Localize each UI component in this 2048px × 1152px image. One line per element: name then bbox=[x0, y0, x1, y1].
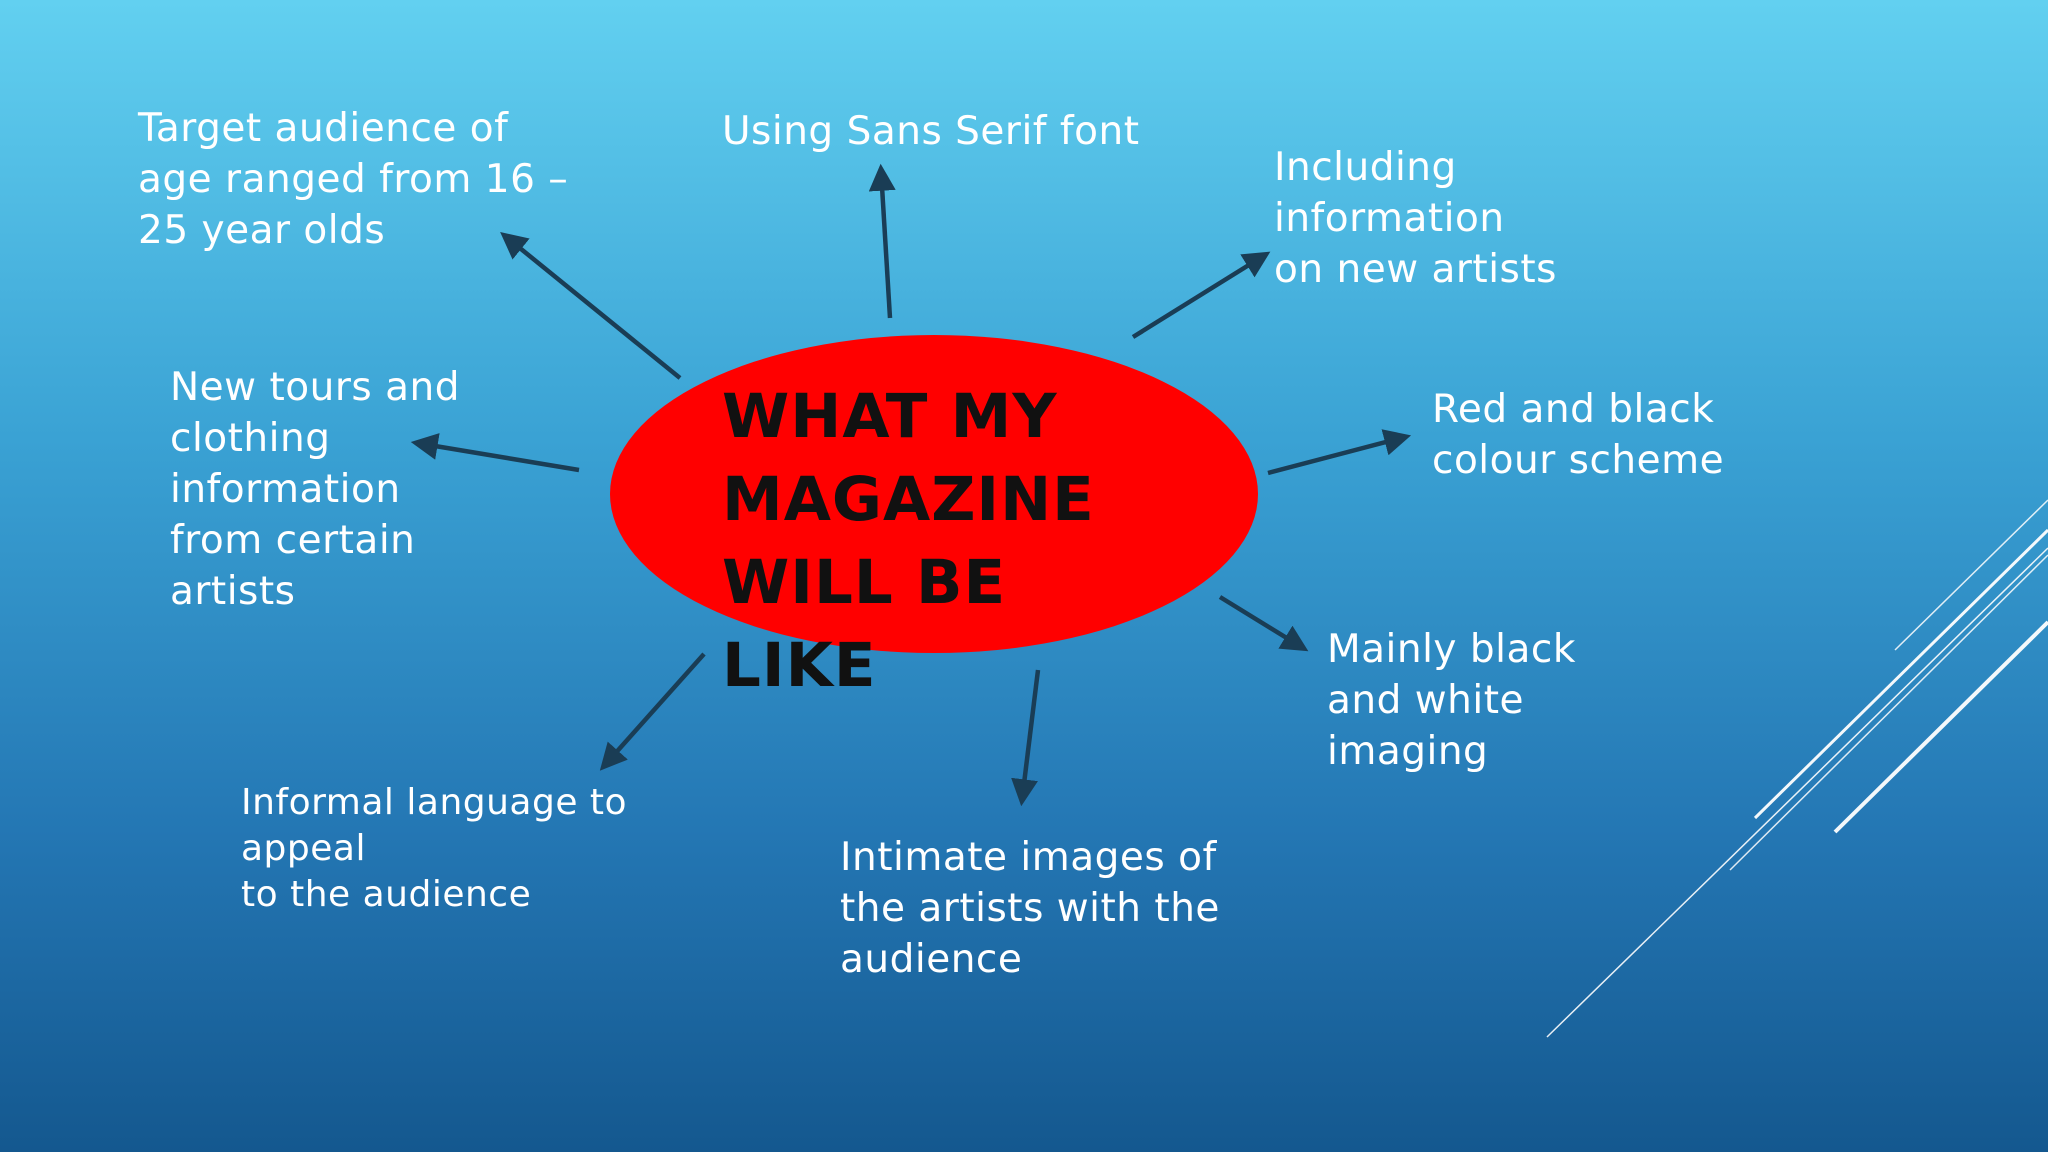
decor-line-5 bbox=[1546, 547, 2048, 1038]
arrow-intimate-images bbox=[1011, 669, 1041, 807]
decor-line-3 bbox=[1729, 554, 2048, 871]
hub-ellipse bbox=[610, 335, 1258, 653]
arrow-informal-language bbox=[599, 652, 706, 771]
node-target-audience: Target audience of age ranged from 16 – … bbox=[138, 106, 569, 253]
arrow-colour-scheme bbox=[1267, 429, 1412, 476]
arrow-target-audience bbox=[500, 232, 682, 380]
arrow-black-white-imaging bbox=[1218, 595, 1309, 652]
decor-line-2 bbox=[1753, 528, 2048, 820]
node-colour-scheme: Red and black colour scheme bbox=[1432, 387, 1725, 483]
decor-line-4 bbox=[1833, 620, 2048, 834]
hub-title: WHAT MY MAGAZINE WILL BE LIKE bbox=[722, 381, 1095, 701]
arrow-tours-clothing bbox=[410, 433, 580, 473]
node-tours-clothing: New tours and clothing information from … bbox=[170, 365, 460, 614]
node-sans-serif-font: Using Sans Serif font bbox=[722, 109, 1140, 154]
arrow-new-artists bbox=[1131, 251, 1271, 339]
node-black-white-imaging: Mainly black and white imaging bbox=[1327, 627, 1576, 774]
node-informal-language: Informal language to appeal to the audie… bbox=[241, 782, 628, 915]
decor-line-1 bbox=[1894, 499, 2048, 651]
arrow-sans-serif-font bbox=[868, 163, 896, 319]
node-intimate-images: Intimate images of the artists with the … bbox=[840, 835, 1220, 982]
node-new-artists: Including information on new artists bbox=[1274, 145, 1557, 292]
